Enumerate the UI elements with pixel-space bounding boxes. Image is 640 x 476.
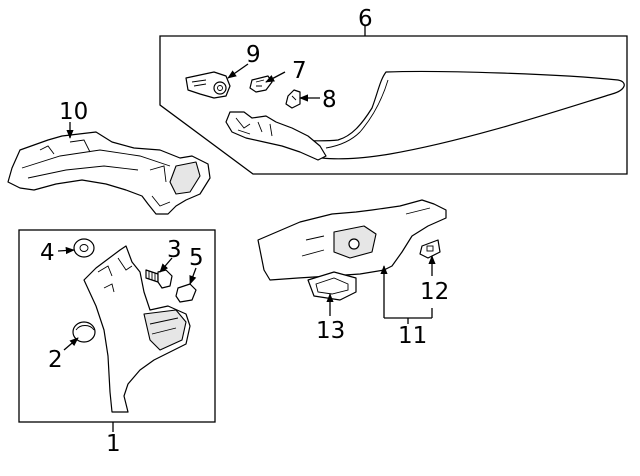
callout-2-leader [63, 337, 79, 351]
group-6-frame [159, 35, 628, 175]
part-11-lower-quarter-trim [257, 199, 447, 281]
callout-4-leader [57, 246, 75, 255]
part-5-clip [175, 283, 197, 303]
part-12-clip [419, 239, 441, 259]
callout-13: 13 [316, 318, 345, 344]
quarter-trim-upper-panel [283, 70, 625, 160]
callout-5-leader [189, 267, 197, 285]
group-1-frame [18, 229, 216, 423]
callout-7: 7 [292, 58, 307, 84]
callout-3: 3 [167, 237, 182, 263]
callout-8: 8 [322, 87, 337, 113]
part-4-plug [73, 238, 95, 258]
part-10-reinforcement [7, 131, 211, 215]
callout-9-leader [227, 63, 249, 79]
callout-6: 6 [358, 6, 373, 32]
quarter-trim-bracket [225, 111, 327, 161]
callout-11: 11 [398, 323, 427, 349]
callout-5: 5 [189, 245, 204, 271]
callout-10: 10 [59, 99, 88, 125]
callout-9: 9 [246, 42, 261, 68]
part-3-bolt [145, 269, 173, 289]
callout-12: 12 [420, 279, 449, 305]
part-7-clip [249, 75, 273, 93]
part-2-plug [72, 321, 96, 343]
callout-3-leader [159, 257, 173, 273]
part-9-clip [185, 71, 231, 99]
callout-2: 2 [48, 347, 63, 373]
part-8-clip [285, 89, 301, 109]
callout-4: 4 [40, 240, 55, 266]
callout-1: 1 [106, 431, 121, 457]
callout-7-leader [265, 71, 286, 83]
part-13-bezel [307, 271, 357, 301]
lower-pillar-trim-panel [83, 245, 191, 413]
